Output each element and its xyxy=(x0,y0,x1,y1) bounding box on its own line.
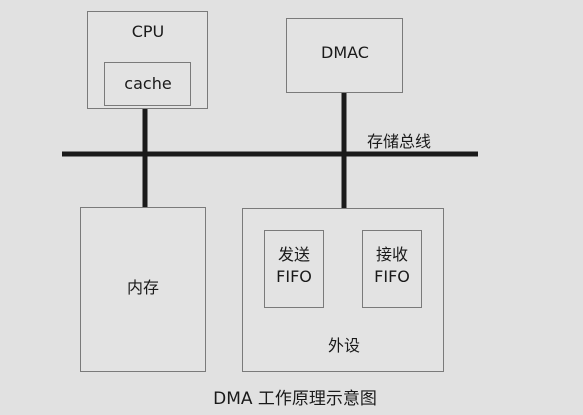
dmac-box xyxy=(286,18,403,93)
send-fifo-box xyxy=(264,230,324,308)
memory-box xyxy=(80,207,206,372)
cache-box xyxy=(104,62,191,106)
diagram-caption: DMA 工作原理示意图 xyxy=(213,389,377,409)
cpu-label: CPU xyxy=(131,22,165,41)
recv-fifo-label: 接收 FIFO xyxy=(374,244,410,287)
send-fifo-line1: 发送 xyxy=(277,245,310,264)
cache-label: cache xyxy=(124,74,172,93)
recv-fifo-line2: FIFO xyxy=(374,266,410,286)
peripheral-label: 外设 xyxy=(327,336,361,355)
storage-bus-label: 存储总线 xyxy=(367,132,432,151)
dmac-label: DMAC xyxy=(321,43,369,62)
recv-fifo-line1: 接收 xyxy=(375,245,408,264)
send-fifo-label: 发送 FIFO xyxy=(276,244,312,287)
memory-label: 内存 xyxy=(126,278,160,297)
recv-fifo-box xyxy=(362,230,422,308)
send-fifo-line2: FIFO xyxy=(276,266,312,286)
